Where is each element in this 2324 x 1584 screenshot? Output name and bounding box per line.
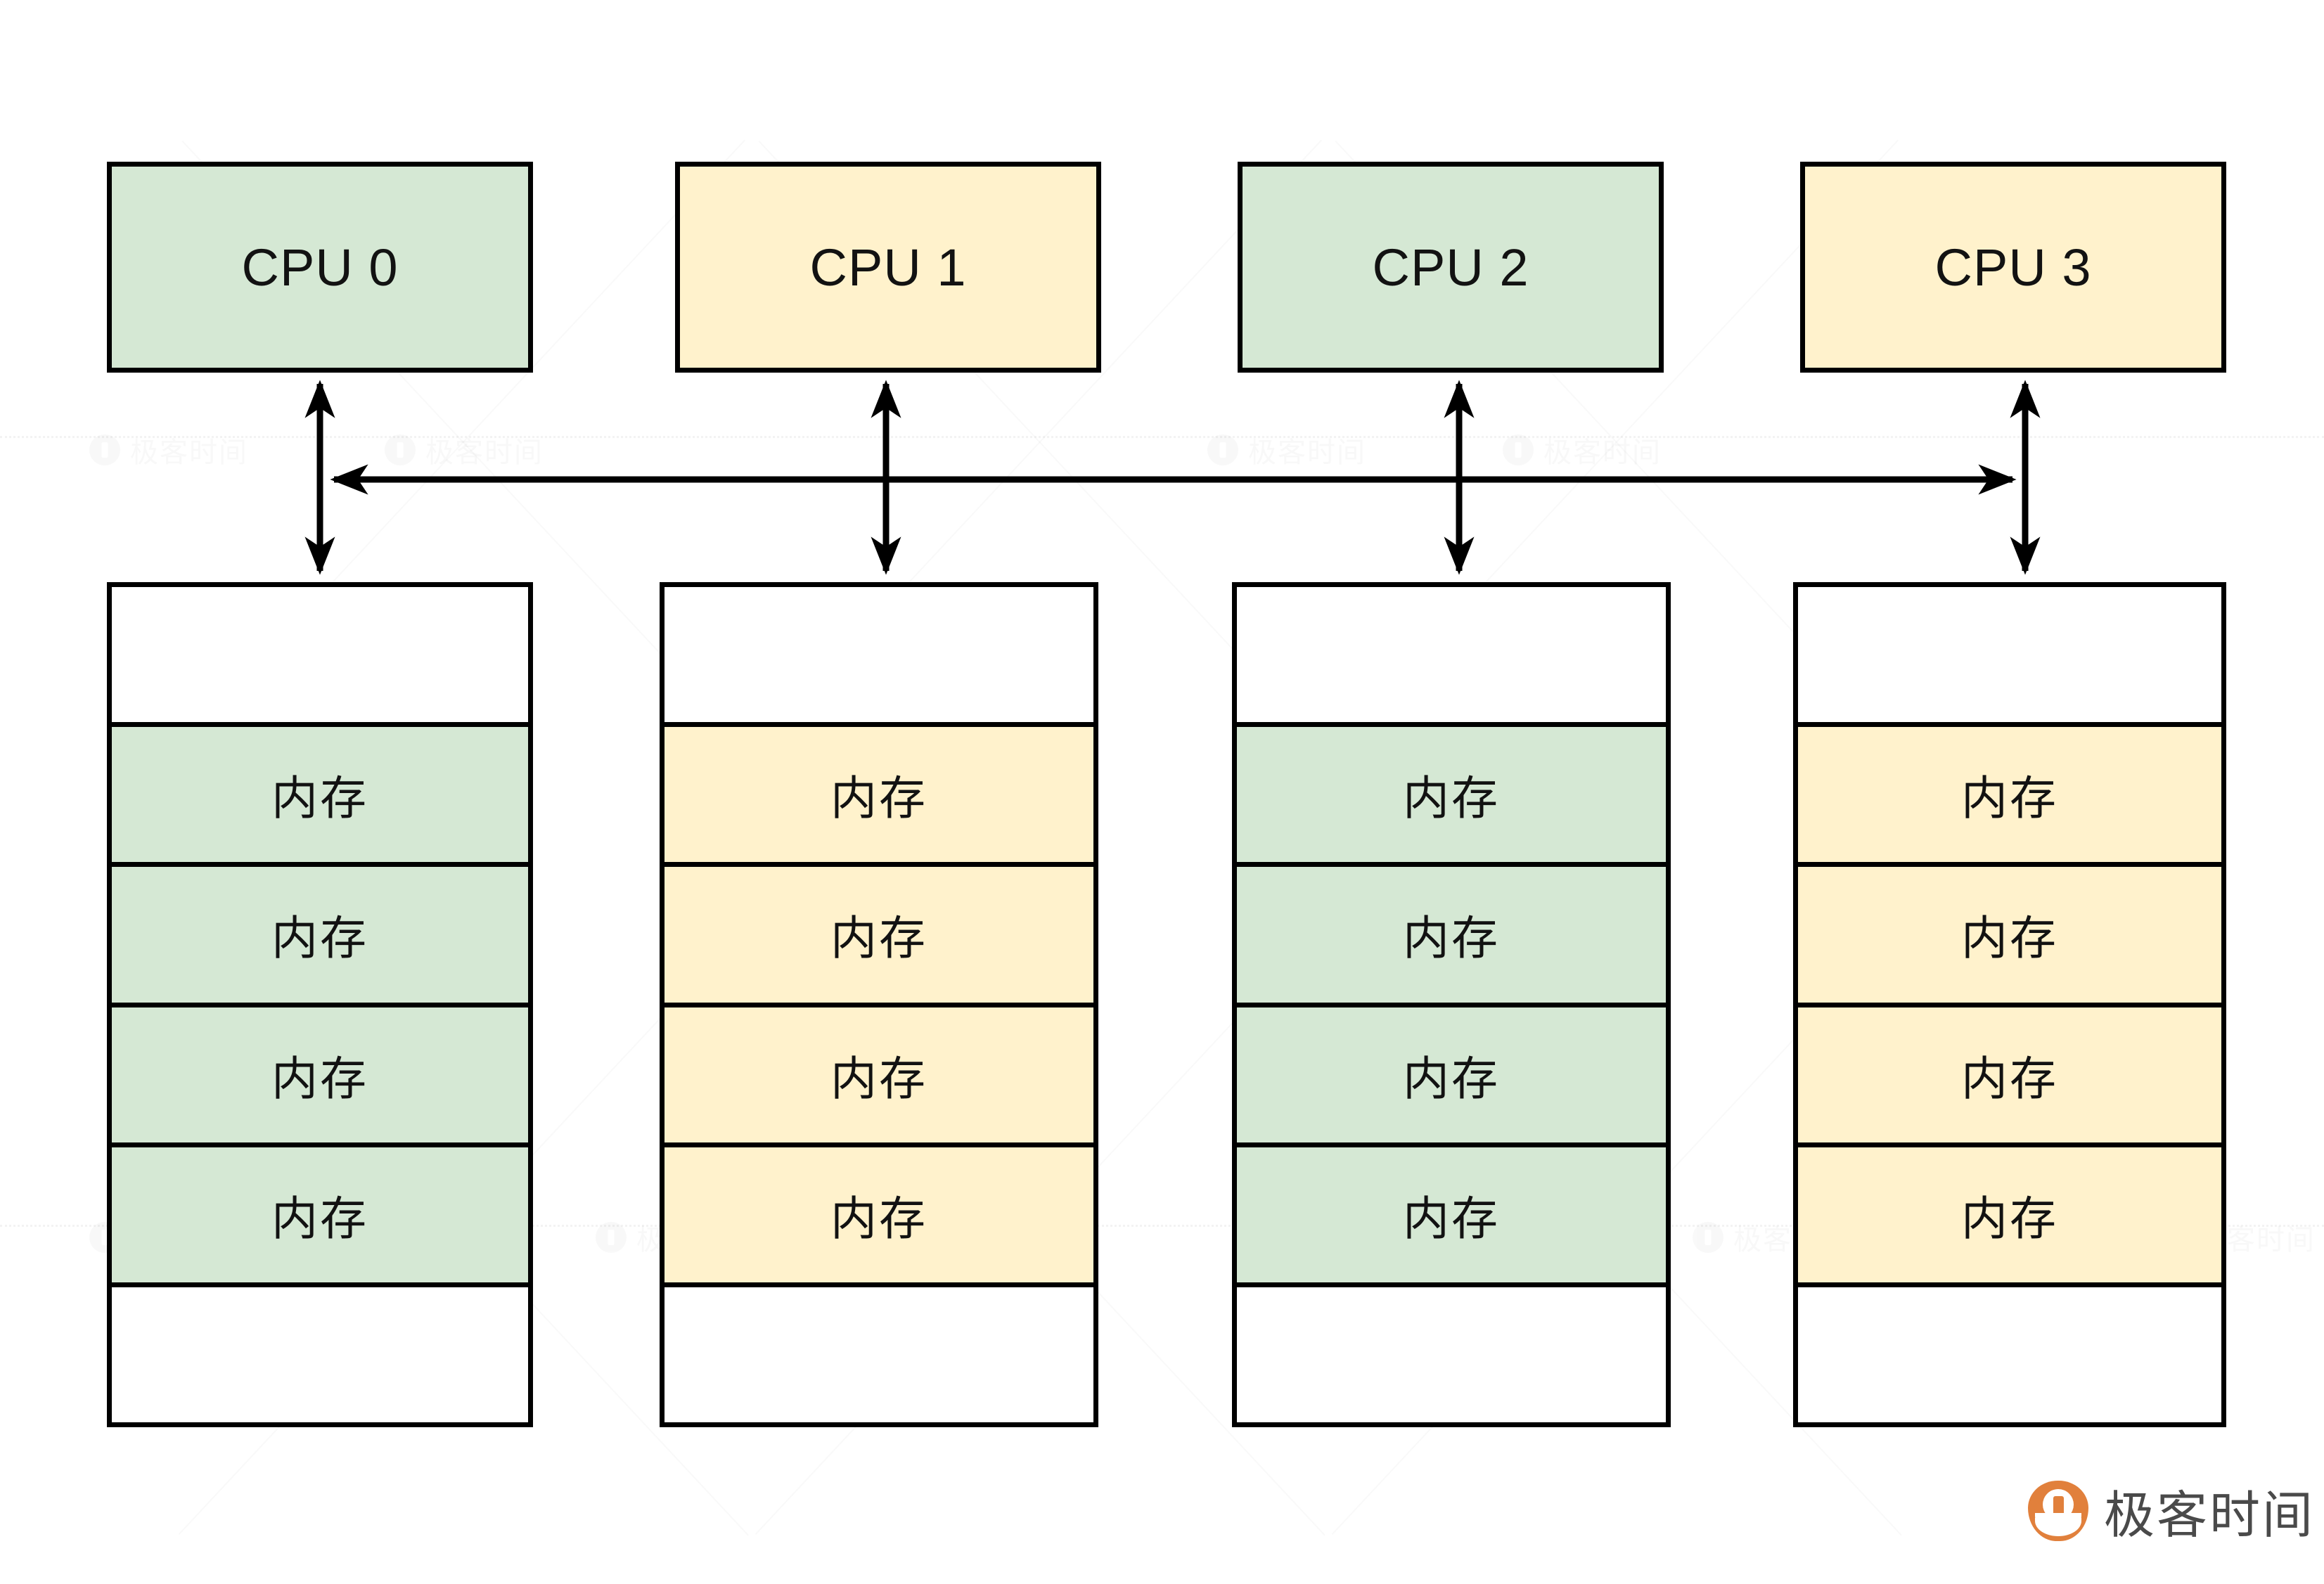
memory-cell-blank-top: [1798, 587, 2221, 728]
brand-name: 极客时间: [2104, 1488, 2316, 1544]
memory-cell[interactable]: 内存: [112, 1007, 528, 1147]
memory-cell[interactable]: 内存: [1237, 867, 1666, 1007]
memory-cell-blank-bottom: [665, 1287, 1093, 1423]
memory-cell-blank-top: [665, 587, 1093, 728]
geektime-logo-icon: [2028, 1480, 2088, 1541]
memory-cell[interactable]: 内存: [1237, 1007, 1666, 1147]
cpu-box-3[interactable]: CPU 3: [1800, 162, 2226, 373]
memory-cell[interactable]: 内存: [665, 1147, 1093, 1287]
memory-cell-label: 内存: [1403, 1192, 1500, 1244]
cpu-box-2[interactable]: CPU 2: [1238, 162, 1664, 373]
memory-cell-label: 内存: [1403, 912, 1500, 965]
memory-cell[interactable]: 内存: [665, 1007, 1093, 1147]
memory-cell-label: 内存: [271, 1052, 368, 1105]
memory-stack-2: 内存 内存 内存 内存: [1232, 582, 1671, 1427]
memory-cell-label: 内存: [271, 912, 368, 965]
memory-cell-label: 内存: [1961, 1192, 2058, 1244]
memory-cell-blank-top: [1237, 587, 1666, 728]
memory-stack-3: 内存 内存 内存 内存: [1793, 582, 2226, 1427]
memory-stack-0: 内存 内存 内存 内存: [107, 582, 533, 1427]
memory-cell[interactable]: 内存: [112, 727, 528, 868]
memory-cell[interactable]: 内存: [1798, 1147, 2221, 1287]
memory-cell[interactable]: 内存: [1798, 1007, 2221, 1147]
memory-cell-blank-bottom: [1237, 1287, 1666, 1423]
cpu-box-1[interactable]: CPU 1: [675, 162, 1101, 373]
memory-cell[interactable]: 内存: [665, 727, 1093, 868]
memory-cell-label: 内存: [271, 772, 368, 825]
memory-cell-label: 内存: [830, 772, 927, 825]
memory-stack-1: 内存 内存 内存 内存: [660, 582, 1098, 1427]
memory-cell-label: 内存: [271, 1192, 368, 1244]
memory-cell[interactable]: 内存: [1798, 727, 2221, 868]
cpu-label: CPU 2: [1372, 238, 1529, 297]
memory-cell-label: 内存: [830, 1052, 927, 1105]
memory-cell-label: 内存: [1961, 1052, 2058, 1105]
cpu-label: CPU 3: [1934, 238, 2092, 297]
memory-cell[interactable]: 内存: [112, 1147, 528, 1287]
memory-cell-label: 内存: [1961, 912, 2058, 965]
memory-cell-label: 内存: [830, 912, 927, 965]
memory-cell[interactable]: 内存: [1798, 867, 2221, 1007]
memory-cell[interactable]: 内存: [665, 867, 1093, 1007]
memory-cell-blank-bottom: [112, 1287, 528, 1423]
cpu-box-0[interactable]: CPU 0: [107, 162, 533, 373]
memory-cell-blank-bottom: [1798, 1287, 2221, 1423]
memory-cell-label: 内存: [1961, 772, 2058, 825]
cpu-label: CPU 1: [809, 238, 967, 297]
memory-cell[interactable]: 内存: [1237, 1147, 1666, 1287]
memory-cell-label: 内存: [830, 1192, 927, 1244]
memory-cell-label: 内存: [1403, 772, 1500, 825]
memory-cell-label: 内存: [1403, 1052, 1500, 1105]
memory-cell[interactable]: 内存: [112, 867, 528, 1007]
cpu-label: CPU 0: [241, 238, 399, 297]
memory-cell[interactable]: 内存: [1237, 727, 1666, 868]
brand-logo: 极客时间: [2028, 1474, 2315, 1547]
memory-cell-blank-top: [112, 587, 528, 728]
